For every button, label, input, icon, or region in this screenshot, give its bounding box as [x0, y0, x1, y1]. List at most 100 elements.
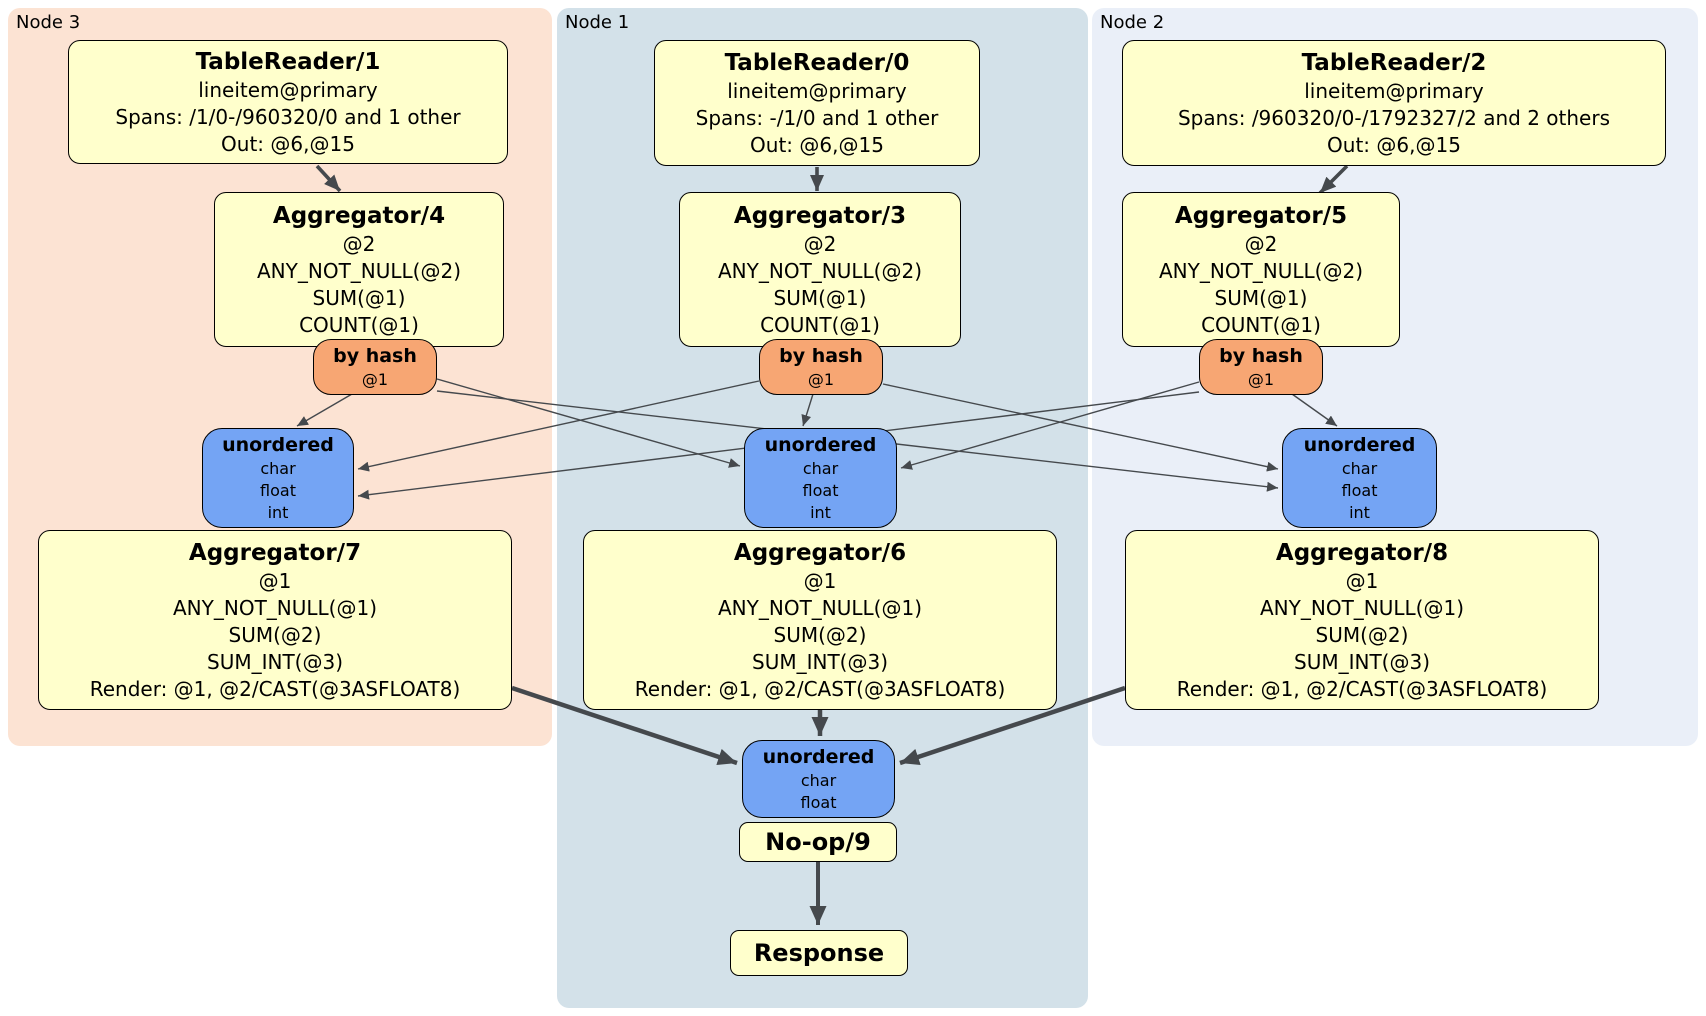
aggregator-4-box: Aggregator/4 @2 ANY_NOT_NULL(@2) SUM(@1)…	[214, 192, 504, 347]
box-line: SUM(@1)	[312, 285, 406, 310]
box-title: TableReader/2	[1301, 49, 1487, 76]
box-line: @1	[1345, 568, 1379, 593]
node1-label: Node 1	[565, 12, 630, 33]
router-detail: @1	[361, 369, 389, 389]
router-title: by hash	[779, 344, 863, 367]
sync-type: float	[260, 480, 296, 500]
sync-type: char	[802, 458, 839, 478]
box-line: SUM_INT(@3)	[752, 649, 888, 674]
box-line: lineitem@primary	[198, 77, 378, 102]
box-line: @1	[803, 568, 837, 593]
box-line: Render: @1, @2/CAST(@3ASFLOAT8)	[1176, 676, 1548, 701]
sync-type: int	[1349, 502, 1370, 522]
box-title: No-op/9	[765, 828, 871, 856]
router-title: by hash	[333, 344, 417, 367]
box-line: SUM(@2)	[1315, 622, 1409, 647]
box-line: SUM_INT(@3)	[1294, 649, 1430, 674]
sync-type: char	[260, 458, 296, 478]
tablereader-0-box: TableReader/0 lineitem@primary Spans: -/…	[654, 40, 980, 166]
unordered-sync-final: unordered char float	[742, 740, 895, 818]
box-line: ANY_NOT_NULL(@1)	[718, 595, 922, 620]
node2-label: Node 2	[1100, 12, 1165, 33]
edge-byhash-node3-sync-node1	[436, 378, 741, 468]
by-hash-router-node2: by hash @1	[1199, 339, 1323, 395]
sync-title: unordered	[222, 433, 334, 456]
edge-byhash-node2-sync-node2	[1291, 393, 1338, 427]
aggregator-8-box: Aggregator/8 @1 ANY_NOT_NULL(@1) SUM(@2)…	[1125, 530, 1599, 710]
box-title: Aggregator/8	[1275, 539, 1449, 566]
box-line: SUM(@2)	[773, 622, 867, 647]
box-line: ANY_NOT_NULL(@2)	[718, 258, 922, 283]
aggregator-3-box: Aggregator/3 @2 ANY_NOT_NULL(@2) SUM(@1)…	[679, 192, 961, 347]
aggregator-6-box: Aggregator/6 @1 ANY_NOT_NULL(@1) SUM(@2)…	[583, 530, 1057, 710]
box-title: Aggregator/5	[1174, 202, 1348, 229]
box-line: SUM_INT(@3)	[207, 649, 343, 674]
tablereader-2-box: TableReader/2 lineitem@primary Spans: /9…	[1122, 40, 1666, 166]
unordered-sync-node2: unordered char float int	[1282, 428, 1437, 528]
box-line: lineitem@primary	[727, 78, 907, 103]
box-line: COUNT(@1)	[760, 312, 880, 337]
box-line: @2	[342, 231, 376, 256]
box-line: Spans: /960320/0-/1792327/2 and 2 others	[1177, 105, 1610, 130]
sync-title: unordered	[762, 745, 875, 768]
box-line: SUM(@1)	[773, 285, 867, 310]
box-line: @1	[258, 568, 292, 593]
box-line: ANY_NOT_NULL(@2)	[1159, 258, 1363, 283]
tablereader-1-box: TableReader/1 lineitem@primary Spans: /1…	[68, 40, 508, 164]
response-box: Response	[730, 930, 908, 976]
box-line: SUM(@1)	[1214, 285, 1308, 310]
box-line: Out: @6,@15	[1327, 132, 1461, 157]
edge-tablereader1-aggregator4	[315, 164, 342, 193]
router-title: by hash	[1219, 344, 1303, 367]
router-detail: @1	[807, 369, 835, 389]
box-title: Response	[753, 939, 885, 967]
edge-aggregator8-final-sync	[899, 685, 1126, 766]
box-title: TableReader/1	[195, 48, 381, 75]
sync-type: float	[802, 480, 839, 500]
box-line: ANY_NOT_NULL(@1)	[173, 595, 377, 620]
aggregator-7-box: Aggregator/7 @1 ANY_NOT_NULL(@1) SUM(@2)…	[38, 530, 512, 710]
box-title: Aggregator/6	[733, 539, 907, 566]
sync-type: char	[1341, 458, 1378, 478]
box-title: TableReader/0	[724, 49, 910, 76]
sync-type: int	[810, 502, 831, 522]
box-line: COUNT(@1)	[1201, 312, 1321, 337]
node3-label: Node 3	[16, 12, 81, 33]
box-line: lineitem@primary	[1304, 78, 1484, 103]
edge-byhash-node1-sync-node2	[882, 383, 1279, 472]
box-title: Aggregator/4	[272, 202, 446, 229]
sync-title: unordered	[1303, 433, 1416, 456]
sync-type: float	[800, 792, 837, 812]
sync-title: unordered	[764, 433, 877, 456]
box-line: COUNT(@1)	[299, 312, 419, 337]
unordered-sync-node1: unordered char float int	[744, 428, 897, 528]
unordered-sync-node3: unordered char float int	[202, 428, 354, 528]
box-line: ANY_NOT_NULL(@1)	[1260, 595, 1464, 620]
router-detail: @1	[1247, 369, 1275, 389]
box-line: @2	[803, 231, 837, 256]
sync-type: char	[800, 770, 837, 790]
noop-9-box: No-op/9	[739, 822, 897, 862]
by-hash-router-node3: by hash @1	[313, 339, 437, 395]
edge-byhash-node3-sync-node3	[296, 393, 353, 427]
edge-byhash-node1-sync-node3	[357, 380, 760, 472]
edge-byhash-node2-sync-node1	[900, 381, 1200, 470]
sync-type: float	[1341, 480, 1378, 500]
box-line: SUM(@2)	[228, 622, 322, 647]
box-line: ANY_NOT_NULL(@2)	[257, 258, 461, 283]
box-line: Spans: -/1/0 and 1 other	[695, 105, 939, 130]
by-hash-router-node1: by hash @1	[759, 339, 883, 395]
edge-tablereader2-aggregator5	[1318, 164, 1349, 195]
aggregator-5-box: Aggregator/5 @2 ANY_NOT_NULL(@2) SUM(@1)…	[1122, 192, 1400, 347]
box-line: Spans: /1/0-/960320/0 and 1 other	[115, 104, 461, 129]
box-title: Aggregator/7	[188, 539, 362, 566]
edge-byhash-node1-sync-node1	[801, 393, 814, 427]
box-line: Out: @6,@15	[221, 131, 355, 156]
box-line: @2	[1244, 231, 1278, 256]
edge-aggregator7-final-sync	[511, 685, 738, 766]
box-line: Render: @1, @2/CAST(@3ASFLOAT8)	[89, 676, 461, 701]
box-line: Render: @1, @2/CAST(@3ASFLOAT8)	[634, 676, 1006, 701]
box-line: Out: @6,@15	[750, 132, 884, 157]
